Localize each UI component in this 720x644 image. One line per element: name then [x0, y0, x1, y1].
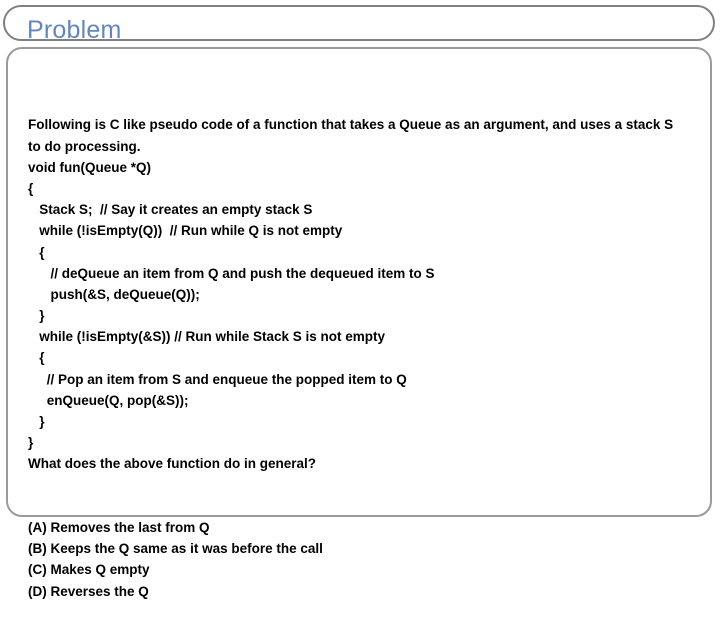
code-line: What does the above function do in gener…: [28, 456, 317, 472]
code-line: enQueue(Q, pop(&S));: [28, 392, 189, 408]
option-tag: (C): [28, 562, 47, 578]
slide-root: Problem Following is C like pseudo code …: [3, 5, 715, 599]
answer-option[interactable]: (A) Removes the last from Q: [28, 517, 698, 538]
code-line: while (!isEmpty(Q)) // Run while Q is no…: [28, 223, 343, 239]
code-line: }: [28, 308, 45, 324]
code-line: {: [28, 244, 45, 260]
code-line: {: [28, 180, 34, 196]
problem-body: Following is C like pseudo code of a fun…: [28, 72, 698, 644]
option-tag: (D): [28, 583, 47, 599]
code-line: to do processing.: [28, 138, 141, 154]
title-frame: Problem: [3, 5, 715, 44]
code-line: Stack S; // Say it creates an empty stac…: [28, 202, 313, 218]
content-frame: [6, 47, 712, 517]
option-text: Reverses the Q: [46, 583, 149, 599]
option-tag: (A): [28, 520, 47, 535]
option-tag: (B): [28, 541, 47, 557]
code-line: }: [28, 435, 34, 451]
answer-options: (A) Removes the last from Q(B) Keeps the…: [28, 517, 698, 602]
code-line: // Pop an item from S and enqueue the po…: [28, 371, 407, 387]
code-line: while (!isEmpty(&S)) // Run while Stack …: [28, 329, 386, 345]
code-line: push(&S, deQueue(Q));: [28, 286, 200, 302]
code-line: void fun(Queue *Q): [28, 159, 151, 175]
answer-option[interactable]: (D) Reverses the Q: [28, 581, 698, 602]
option-text: Removes the last from Q: [46, 520, 210, 535]
page-title: Problem: [27, 16, 122, 44]
option-text: Keeps the Q same as it was before the ca…: [46, 541, 323, 557]
answer-option[interactable]: (C) Makes Q empty: [28, 559, 698, 580]
code-line: Following is C like pseudo code of a fun…: [28, 117, 674, 133]
option-text: Makes Q empty: [46, 562, 150, 578]
problem-statement-lines: Following is C like pseudo code of a fun…: [28, 114, 698, 474]
answer-option[interactable]: (B) Keeps the Q same as it was before th…: [28, 538, 698, 559]
code-line: {: [28, 350, 45, 366]
code-line: // deQueue an item from Q and push the d…: [28, 265, 435, 281]
code-line: }: [28, 414, 45, 430]
